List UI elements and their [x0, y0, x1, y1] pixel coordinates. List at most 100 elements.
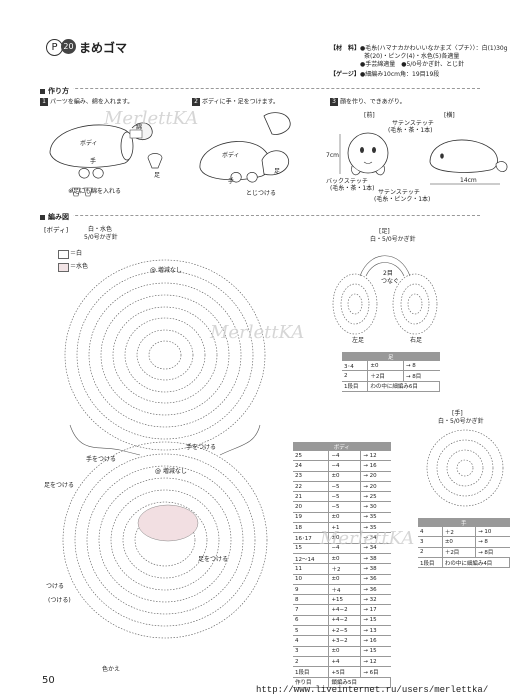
- table-row: 3･4±0→ 8: [342, 361, 440, 372]
- table-row: 11＋2→ 38: [293, 563, 391, 575]
- legend-white-swatch: [58, 250, 69, 259]
- step3-height: 7cm: [326, 152, 339, 159]
- table-row: 3±0→ 8: [418, 536, 510, 548]
- body-crochet-chart: [62, 259, 268, 639]
- foot-center2-label: つなぐ: [381, 278, 400, 285]
- table-row: 作り目鎖編み5目: [293, 677, 391, 688]
- table-row: 15−4→ 34: [293, 543, 391, 554]
- table-row: 2+4→ 12: [293, 656, 391, 668]
- table-row: 24−4→ 16: [293, 460, 391, 472]
- body-mark: 足をつける: [44, 482, 75, 489]
- step3-satin2b: (毛糸・ピンク・1本): [374, 196, 431, 203]
- table-row: 1段目+5目→ 6目: [293, 666, 391, 678]
- section-how-to: 作り方: [40, 86, 73, 96]
- foot-title: [足]: [379, 228, 390, 235]
- step2-illustration: [199, 112, 291, 183]
- step2-hand-label: 手: [228, 178, 235, 185]
- body-mark: @ 増減なし: [155, 468, 187, 475]
- materials-line3: ●手芸綿適量 ●5/0号かぎ針、とじ針: [360, 61, 465, 68]
- legend-blue-swatch: [58, 263, 69, 272]
- foot-right-label: 右足: [410, 337, 423, 344]
- body-mark: 足をつける: [198, 556, 229, 563]
- step3-width: 14cm: [460, 177, 477, 184]
- table-row: 8+15→ 32: [293, 594, 391, 606]
- gauge-label: 【ゲージ】: [330, 71, 360, 78]
- legend-white-label: ＝白: [70, 250, 83, 257]
- divider: [45, 88, 480, 89]
- step2-foot-label: 足: [274, 168, 281, 175]
- table-row: 6+4−2→ 15: [293, 615, 391, 627]
- table-row: 16･17±0→ 34: [293, 532, 391, 544]
- table-row: 19±0→ 35: [293, 512, 391, 524]
- step3-satin1b: (毛糸・茶・1本): [388, 127, 433, 134]
- step3-illustration: [339, 132, 508, 185]
- body-mark: 手をつける: [186, 444, 217, 451]
- body-title: [ボディ]: [44, 226, 69, 234]
- hand-table-header: 手: [418, 518, 510, 527]
- table-row: 2＋2目→ 8目: [418, 547, 510, 558]
- table-row: 12～14±0→ 38: [293, 553, 391, 565]
- watermark: MerlettKA: [104, 108, 199, 129]
- table-row: 5+2−5→ 13: [293, 625, 391, 637]
- table-row: 21−5→ 25: [293, 491, 391, 503]
- body-mark: 手をつける: [86, 456, 117, 463]
- foot-sub: 白・5/0号かぎ針: [370, 236, 416, 243]
- step1-illustration: [49, 122, 163, 197]
- body-mark: @ 増減なし: [150, 267, 182, 274]
- step3-back: バックステッチ: [326, 178, 368, 185]
- hand-title: [手]: [452, 410, 463, 417]
- foot-table-header: 足: [342, 352, 440, 361]
- gauge-value: ●細編み10cm角：19目19段: [360, 71, 440, 78]
- hand-table: 手 4＋2→ 10 3±0→ 8 2＋2目→ 8目 1段目わの中に細編み4目: [418, 518, 511, 569]
- step1-cotton-label: 綿: [136, 124, 143, 131]
- step1-note: ※足にも綿を入れる: [68, 188, 122, 195]
- legend-blue-label: ＝水色: [70, 263, 89, 270]
- body-table-header: ボディ: [293, 442, 391, 451]
- page-title: まめゴマ: [79, 41, 128, 55]
- hand-sub: 白・5/0号かぎ針: [438, 418, 484, 425]
- hand-crochet-chart: [426, 429, 504, 507]
- materials-label: 【材 料】: [330, 45, 361, 52]
- step1-body-label: ボディ: [80, 140, 98, 147]
- materials-line1: ●毛糸(ハマナカかわいいなかまズ〈プチ〉）：白(1)30g: [360, 45, 508, 52]
- table-row: 1段目わの中に細編み6目: [342, 381, 440, 392]
- body-sub1: 白・水色: [88, 226, 113, 233]
- table-row: 3±0→ 15: [293, 646, 391, 657]
- table-row: 4+3−2→ 16: [293, 635, 391, 647]
- table-row: 10±0→ 36: [293, 574, 391, 585]
- table-row: 1段目わの中に細編み4目: [418, 557, 511, 569]
- foot-crochet-chart: [332, 255, 438, 335]
- table-row: 7+4−2→ 17: [293, 604, 391, 616]
- foot-center-label: 2目: [383, 270, 393, 277]
- watermark: MerlettKA: [210, 322, 305, 343]
- table-row: 25−4→ 12: [293, 451, 391, 462]
- step3-satin2: サテンステッチ: [378, 189, 420, 196]
- step3-front-label: [前]: [364, 112, 375, 119]
- table-row: 9＋4→ 36: [293, 584, 391, 596]
- table-row: 2＋2目→ 8目: [342, 370, 440, 382]
- table-row: 23±0→ 20: [293, 471, 391, 482]
- step3-satin1: サテンステッチ: [392, 120, 434, 127]
- section-pattern: 編み図: [40, 212, 73, 222]
- step2-body-label: ボディ: [222, 152, 240, 159]
- step1-hand-label: 手: [90, 158, 97, 165]
- foot-table: 足 3･4±0→ 8 2＋2目→ 8目 1段目わの中に細編み6目: [342, 352, 440, 392]
- watermark: MerlettKA: [320, 528, 415, 549]
- footer-url[interactable]: http://www.liveinternet.ru/users/merlett…: [256, 685, 489, 695]
- step3-side-label: [横]: [444, 112, 455, 119]
- body-sub2: 5/0号かぎ針: [84, 234, 118, 241]
- table-row: 22−5→ 20: [293, 481, 391, 493]
- materials-line2: 茶(20)・ピンク(4)・水色(5)各適量: [364, 53, 460, 60]
- step3-back-b: (毛糸・茶・1本): [330, 185, 375, 192]
- foot-left-label: 左足: [352, 337, 365, 344]
- table-row: 18+1→ 35: [293, 522, 391, 534]
- table-row: 4＋2→ 10: [418, 527, 510, 538]
- page-number: 50: [42, 675, 55, 686]
- table-row: 20−5→ 30: [293, 501, 391, 513]
- step2-close-label: とじつける: [246, 190, 277, 197]
- divider: [45, 215, 480, 216]
